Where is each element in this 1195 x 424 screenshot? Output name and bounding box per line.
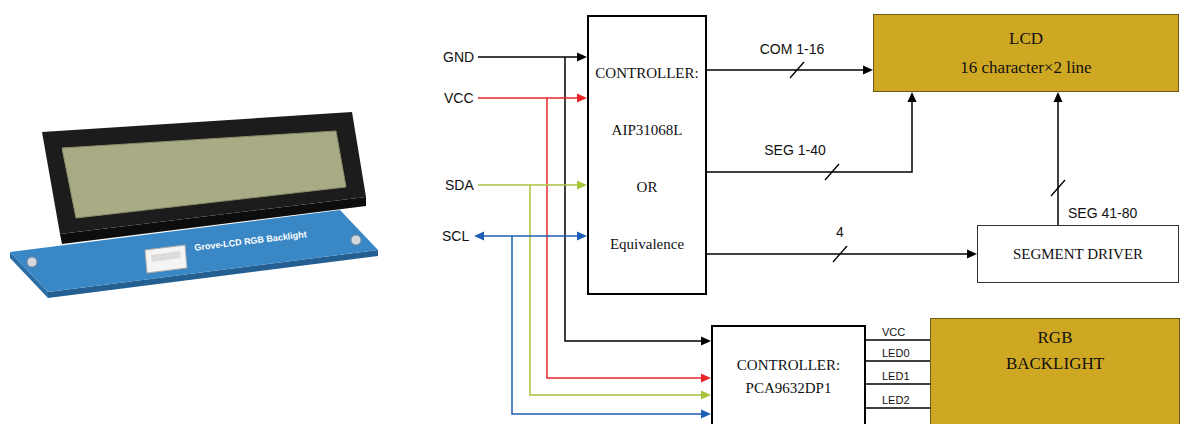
pin-name: GND — [443, 49, 474, 65]
connector — [707, 92, 917, 180]
backlight-controller-box: CONTROLLER: PCA9632DP1 — [711, 325, 866, 424]
pin-name: VCC — [444, 90, 474, 106]
mounting-hole — [351, 235, 361, 245]
bus-slash — [833, 246, 847, 262]
box-text: CONTROLLER: — [737, 357, 840, 374]
box-text: PCA9632DP1 — [746, 380, 832, 397]
arrowhead — [577, 181, 587, 190]
arrowhead — [1054, 92, 1063, 102]
connector — [1051, 92, 1065, 225]
mounting-hole — [27, 257, 37, 267]
lcd-frame — [42, 112, 366, 234]
lcd-screen — [62, 131, 346, 218]
box-text: Equivalence — [610, 236, 684, 253]
grove-connector-slot — [151, 251, 181, 262]
connector — [707, 62, 873, 78]
pin-name: SDA — [445, 177, 474, 193]
box-text: OR — [637, 179, 658, 196]
arrowhead — [577, 232, 587, 241]
connector-line — [866, 407, 930, 409]
connector-line — [707, 253, 967, 255]
connector-line — [707, 69, 863, 71]
connector — [707, 246, 977, 262]
connector — [866, 408, 930, 409]
connector — [866, 361, 930, 362]
box-text: LCD — [1009, 29, 1043, 49]
signal-label: 4 — [836, 224, 844, 240]
arrowhead — [701, 374, 711, 383]
box-text: AIP31068L — [612, 122, 683, 139]
signal-label: COM 1-16 — [760, 41, 825, 57]
arrowhead — [701, 391, 711, 400]
box-text: CONTROLLER: — [595, 65, 698, 82]
connector-line — [707, 102, 912, 172]
signal-label: LED1 — [882, 370, 910, 382]
bus-slash — [790, 62, 804, 78]
pin-name: SCL — [442, 228, 469, 244]
lcd-box: LCD 16 character×2 line — [873, 14, 1179, 92]
connector — [866, 384, 930, 385]
arrowhead — [863, 66, 873, 75]
box-text: SEGMENT DRIVER — [1013, 246, 1143, 263]
bus-slash — [825, 164, 839, 180]
signal-label: LED2 — [882, 394, 910, 406]
connector-line — [866, 360, 930, 362]
connector-line — [866, 339, 930, 341]
controller-box: CONTROLLER: AIP31068L OR Equivalence — [587, 15, 707, 295]
signal-label: SEG 41-80 — [1068, 205, 1137, 221]
arrowhead — [967, 250, 977, 259]
signal-label: SEG 1-40 — [764, 142, 825, 158]
signal-label: LED0 — [882, 347, 910, 359]
arrowhead — [474, 232, 484, 241]
rgb-backlight-box: RGB BACKLIGHT — [930, 318, 1180, 424]
box-text: 16 character×2 line — [960, 58, 1091, 78]
arrowhead — [908, 92, 917, 102]
signal-label: VCC — [882, 326, 905, 338]
bus-slash — [1051, 180, 1065, 196]
connector — [866, 340, 930, 341]
arrowhead — [577, 53, 587, 62]
segment-driver-box: SEGMENT DRIVER — [977, 225, 1179, 283]
connector-line — [866, 383, 930, 385]
connector-line — [1057, 102, 1059, 225]
box-text: RGB BACKLIGHT — [999, 325, 1111, 377]
grove-connector — [145, 245, 187, 273]
arrowhead — [701, 337, 711, 346]
arrowhead — [701, 410, 711, 419]
arrowhead — [577, 94, 587, 103]
